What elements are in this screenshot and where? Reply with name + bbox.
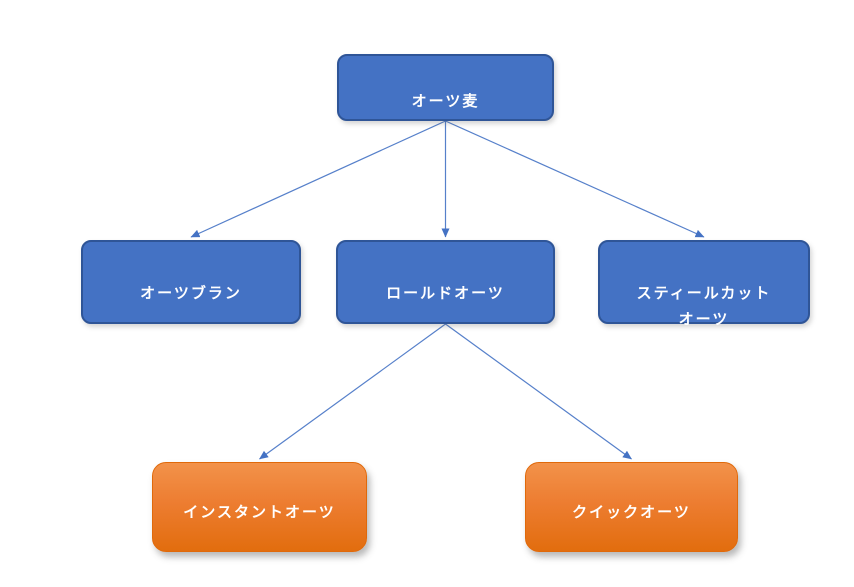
node-rolled-oats-label: ロールドオーツ — [386, 284, 505, 302]
node-rolled-oats[interactable]: ロールドオーツ — [336, 240, 555, 324]
node-oat-bran-label: オーツブラン — [140, 284, 242, 302]
node-instant-oats-label: インスタントオーツ — [183, 503, 336, 521]
node-oats-label: オーツ麦 — [411, 92, 480, 110]
connector-rolled-oats-to-instant-oats — [259, 323, 446, 460]
node-quick-oats-label: クイックオーツ — [572, 503, 691, 521]
node-quick-oats[interactable]: クイックオーツ — [525, 462, 738, 552]
node-oat-bran[interactable]: オーツブラン — [81, 240, 301, 324]
node-oats[interactable]: オーツ麦 — [337, 54, 554, 121]
connector-oats-to-oat-bran — [190, 120, 446, 238]
connector-rolled-oats-to-quick-oats — [445, 323, 632, 460]
connector-oats-to-steel-cut-oats — [445, 120, 705, 238]
node-steel-cut-oats[interactable]: スティールカット オーツ — [598, 240, 810, 328]
node-instant-oats[interactable]: インスタントオーツ — [152, 462, 367, 552]
node-steel-cut-oats-label: スティールカット オーツ — [636, 284, 772, 328]
